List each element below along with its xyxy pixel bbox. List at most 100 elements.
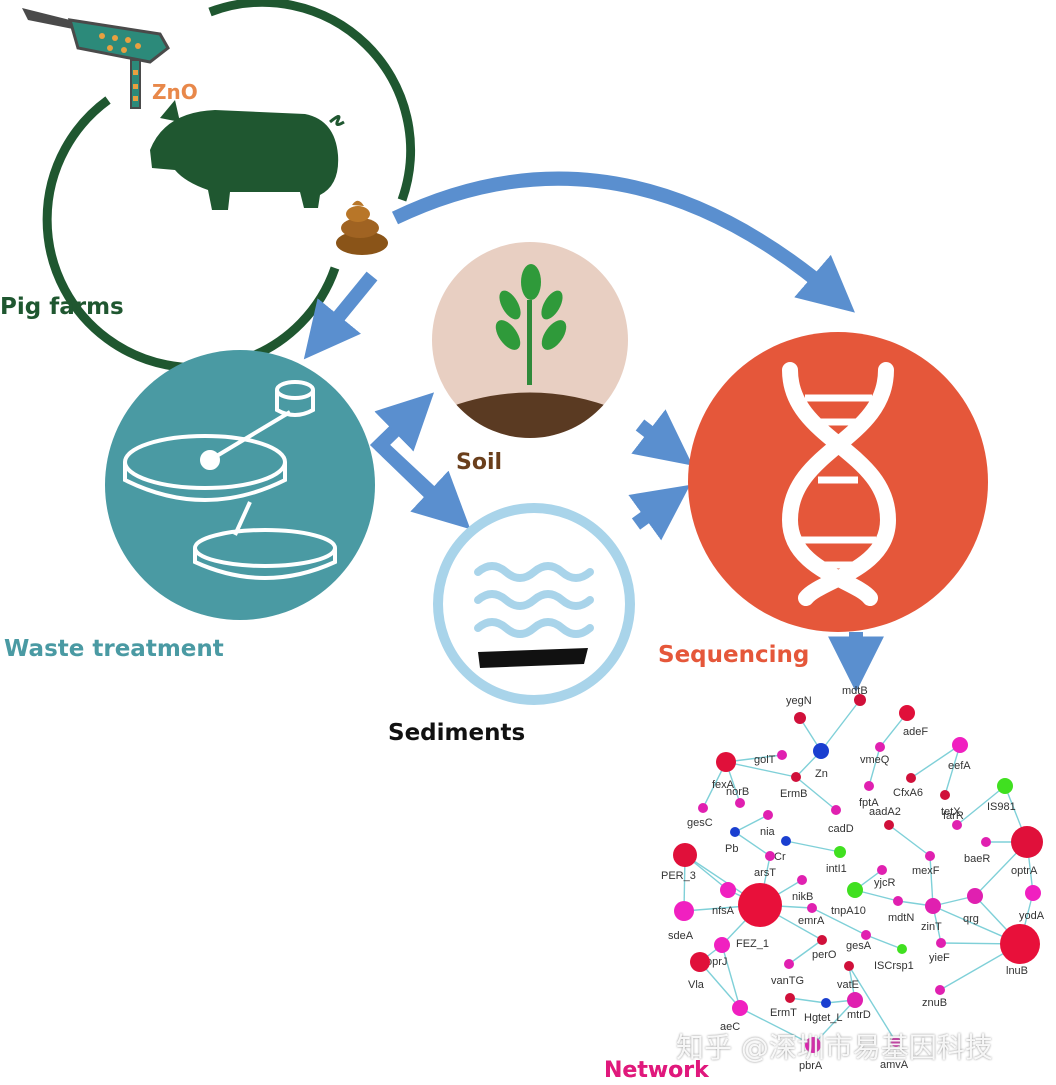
network-node xyxy=(861,930,871,940)
network-node xyxy=(847,882,863,898)
network-node xyxy=(777,750,787,760)
network-node-label: golT xyxy=(754,754,776,766)
network-edge xyxy=(789,997,827,1004)
sediments-label: Sediments xyxy=(388,720,526,746)
network-node-label: arsT xyxy=(754,867,776,879)
network-edge xyxy=(721,944,741,1009)
zno-label: ZnO xyxy=(152,80,198,104)
network-node xyxy=(935,985,945,995)
network-node xyxy=(925,851,935,861)
network-node-label: yegN xyxy=(786,695,812,707)
network-node xyxy=(805,1037,821,1053)
network-node xyxy=(813,743,829,759)
arrow-to-sediments xyxy=(375,439,471,530)
network-node xyxy=(899,705,915,721)
plant-icon xyxy=(495,264,567,385)
network-node-label: mdtN xyxy=(888,912,914,924)
network-node-label: vmeQ xyxy=(860,754,890,766)
wave-icon xyxy=(474,562,594,638)
network-edge xyxy=(785,840,841,853)
watermark-text: 知乎 @深圳市易基因科技 xyxy=(676,1031,993,1064)
network-node-label: sdeA xyxy=(668,930,694,942)
network-node xyxy=(765,851,775,861)
network-node xyxy=(797,875,807,885)
network-node-label: intI1 xyxy=(826,863,847,875)
network-node xyxy=(781,836,791,846)
network-node-label: zinT xyxy=(921,921,942,933)
network-node-label: PER_3 xyxy=(661,870,696,882)
network-node-label: tetX xyxy=(941,806,961,818)
arrow-sed-to-seq xyxy=(628,484,691,541)
network-node-label: qrg xyxy=(963,913,979,925)
network-node-label: Vla xyxy=(688,979,705,991)
network-node-label: aadA2 xyxy=(869,806,901,818)
network-edge xyxy=(811,907,867,936)
pig-farms-label: Pig farms xyxy=(0,294,124,320)
sediment-layer-icon xyxy=(478,648,588,668)
arrow-to-waste xyxy=(303,271,378,360)
network-edge xyxy=(910,744,961,779)
flow-arrows xyxy=(303,171,884,693)
network-node-label: ErmT xyxy=(770,1007,797,1019)
network-node xyxy=(791,772,801,782)
network-node xyxy=(817,935,827,945)
network-node-label: amvA xyxy=(880,1059,909,1071)
network-node xyxy=(785,993,795,1003)
network-node-label: tnpA10 xyxy=(831,905,866,917)
network-node-label: aeC xyxy=(720,1021,740,1033)
network-node xyxy=(1025,885,1041,901)
network-node-label: fexA xyxy=(712,779,735,791)
network-edge xyxy=(868,746,881,787)
network-node xyxy=(875,742,885,752)
network-node xyxy=(925,898,941,914)
network-edge xyxy=(734,814,769,833)
waste-treatment-group xyxy=(105,350,375,620)
sequencing-group xyxy=(688,332,988,632)
network-node-label: znuB xyxy=(922,997,947,1009)
network-node-label: oprJ xyxy=(706,956,727,968)
network-node-label: IS981 xyxy=(987,801,1016,813)
network-node xyxy=(893,896,903,906)
soil-label: Soil xyxy=(456,450,503,475)
network-node xyxy=(952,737,968,753)
network-node-label: Zn xyxy=(815,768,828,780)
network-node xyxy=(714,937,730,953)
network-edge xyxy=(888,824,931,857)
network-node-label: nikB xyxy=(792,891,813,903)
network-node-label: yodA xyxy=(1019,910,1045,922)
network-node xyxy=(864,781,874,791)
network-edge xyxy=(699,961,741,1009)
manure-icon xyxy=(336,200,388,255)
arrow-soil-to-seq xyxy=(631,409,693,466)
soil-group xyxy=(432,242,628,438)
network-node-label: adeF xyxy=(903,726,928,738)
network-node xyxy=(847,992,863,1008)
network-node xyxy=(690,952,710,972)
network-edge xyxy=(865,934,903,950)
network-node xyxy=(906,773,916,783)
network-node xyxy=(821,998,831,1008)
network-node-label: vatE xyxy=(837,979,859,991)
network-node xyxy=(763,810,773,820)
network-node-label: Cr xyxy=(774,851,786,863)
network-node-label: nia xyxy=(760,826,776,838)
network-node xyxy=(784,959,794,969)
network-edge xyxy=(788,939,823,965)
network-node xyxy=(897,944,907,954)
network-edge xyxy=(944,744,961,796)
network-label: Network xyxy=(604,1058,709,1083)
network-node-label: norB xyxy=(726,786,749,798)
network-node-label: optrA xyxy=(1011,865,1038,877)
network-node-label: CfxA6 xyxy=(893,787,923,799)
network-node xyxy=(834,846,846,858)
network-node-label: ISCrsp1 xyxy=(874,960,914,972)
network-node-label: emrA xyxy=(798,915,825,927)
pig-farm-ring xyxy=(42,96,340,373)
network-node-label: cadD xyxy=(828,823,854,835)
network-node-label: Pb xyxy=(725,843,738,855)
network-edge xyxy=(812,999,856,1046)
pig-farm-group xyxy=(22,0,416,373)
network-edge xyxy=(956,785,1006,826)
